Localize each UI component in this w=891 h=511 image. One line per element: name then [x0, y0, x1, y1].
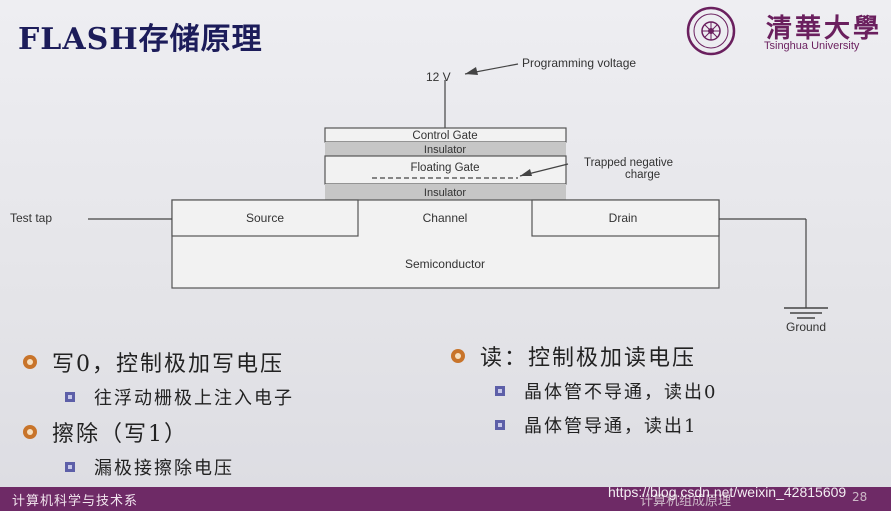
url-watermark: https://blog.csdn.net/weixin_42815609	[608, 484, 847, 500]
sub-bullet-marker-icon	[65, 462, 75, 472]
bullet-read: 读：控制极加读电压	[450, 340, 696, 372]
bullet-list: 写0，控制极加写电压 往浮动栅极上注入电子 擦除（写1） 漏极接擦除电压 读：控…	[0, 338, 891, 488]
slide-footer: 计算机科学与技术系 计算机组成原理 28	[0, 487, 891, 511]
insulator-bottom-band	[325, 184, 566, 200]
bullet-read-text: 读：控制极加读电压	[480, 346, 697, 371]
insulator-top-band	[325, 142, 566, 156]
drain-region	[531, 199, 720, 237]
bullet-write0-sub: 往浮动栅极上注入电子	[64, 384, 294, 410]
bullet-erase-sub-text: 漏极接擦除电压	[94, 458, 234, 479]
source-region	[171, 199, 359, 237]
bullet-read-sub2: 晶体管导通，读出1	[494, 412, 697, 438]
sub-bullet-marker-icon	[495, 420, 505, 430]
programming-voltage-label: Programming voltage	[522, 56, 636, 70]
bullet-write0-sub-text: 往浮动栅极上注入电子	[94, 388, 294, 409]
flash-cell-diagram: 12 V Programming voltage Control Gate In…	[10, 56, 828, 334]
insulator-top-label: Insulator	[424, 144, 467, 156]
footer-department: 计算机科学与技术系	[12, 494, 139, 509]
trapped-charge-label-1: Trapped negative	[584, 157, 673, 169]
bullet-erase-sub: 漏极接擦除电压	[64, 454, 234, 480]
source-label: Source	[246, 211, 284, 225]
programming-arrow-head	[465, 67, 478, 75]
bullet-marker-icon	[23, 355, 37, 369]
bullet-write0: 写0，控制极加写电压	[22, 346, 284, 378]
drain-label: Drain	[609, 211, 638, 225]
university-logo: 清華大學 Tsinghua University	[686, 6, 882, 56]
bullet-read-sub2-text: 晶体管导通，读出1	[524, 416, 698, 437]
footer-course: 计算机组成原理	[640, 494, 732, 509]
trapped-charge-label-2: charge	[625, 169, 660, 181]
bullet-marker-icon	[451, 349, 465, 363]
university-seal-icon	[686, 6, 736, 56]
insulator-bottom-label: Insulator	[424, 187, 467, 199]
bullet-read-sub1: 晶体管不导通，读出0	[494, 378, 717, 404]
bullet-erase-text: 擦除（写1）	[52, 422, 188, 447]
university-name-en: Tsinghua University	[764, 40, 860, 52]
sub-bullet-marker-icon	[65, 392, 75, 402]
footer-page-number: 28	[852, 490, 868, 504]
bullet-read-sub1-text: 晶体管不导通，读出0	[524, 382, 718, 403]
ground-label: Ground	[786, 320, 826, 334]
floating-gate-box	[324, 155, 567, 185]
test-tap-label: Test tap	[10, 211, 52, 225]
bullet-erase: 擦除（写1）	[22, 416, 188, 448]
slide-title: FLASH存储原理	[18, 22, 263, 57]
sub-bullet-marker-icon	[495, 386, 505, 396]
channel-label: Channel	[423, 211, 468, 225]
bullet-marker-icon	[23, 425, 37, 439]
floating-gate-label: Floating Gate	[410, 162, 479, 174]
semiconductor-label: Semiconductor	[405, 257, 485, 271]
bullet-write0-text: 写0，控制极加写电压	[52, 352, 284, 377]
university-name-cn: 清華大學	[766, 14, 883, 44]
control-gate-label: Control Gate	[412, 130, 477, 142]
voltage-label: 12 V	[426, 70, 451, 84]
trapped-arrow-head	[520, 169, 532, 176]
